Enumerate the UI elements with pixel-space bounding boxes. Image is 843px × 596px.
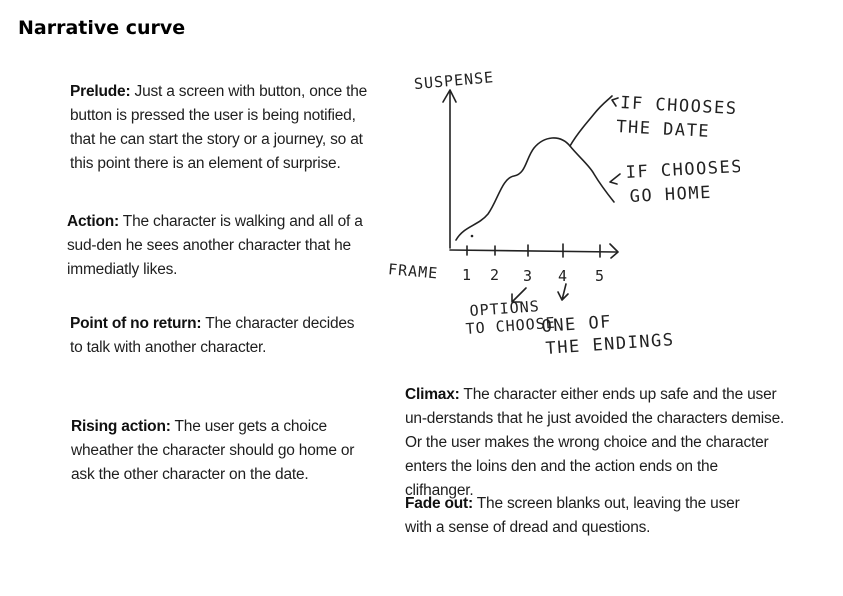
rising-action-text: The user gets a choice wheather the char… bbox=[71, 418, 355, 483]
climax-text: The character either ends up safe and th… bbox=[405, 386, 785, 499]
note-endings-line1: ONE OF bbox=[541, 312, 613, 337]
rising-action-paragraph: Rising action: The user gets a choice wh… bbox=[71, 415, 371, 487]
climax-paragraph: Climax: The character either ends up saf… bbox=[405, 383, 790, 503]
fade-out-text: The screen blanks out, leaving the user … bbox=[405, 495, 740, 536]
point-of-no-return-label: Point of no return: bbox=[70, 315, 202, 332]
branch-lower-line2: GO HOME bbox=[629, 183, 712, 207]
y-axis-arrowhead bbox=[442, 89, 457, 103]
branch-lower-pointer bbox=[609, 173, 621, 185]
branch-upper-line1: IF CHOOSES bbox=[620, 93, 738, 119]
point-of-no-return-paragraph: Point of no return: The character decide… bbox=[70, 312, 370, 360]
action-label: Action: bbox=[67, 213, 119, 230]
prelude-text: Just a screen with button, once the butt… bbox=[70, 83, 368, 172]
tick-label-1: 1 bbox=[462, 266, 472, 284]
climax-label: Climax: bbox=[405, 386, 460, 403]
tick-label-2: 2 bbox=[490, 266, 500, 284]
branch-date-curve bbox=[569, 95, 613, 147]
x-axis bbox=[449, 249, 617, 253]
branch-lower-line1: IF CHOOSES bbox=[625, 157, 740, 183]
y-axis-label: SUSPENSE bbox=[413, 68, 495, 93]
curve-dot bbox=[470, 234, 474, 238]
x-axis-label: FRAME bbox=[387, 260, 439, 282]
tick-label-5: 5 bbox=[595, 267, 605, 285]
fade-out-paragraph: Fade out: The screen blanks out, leaving… bbox=[405, 492, 765, 540]
note-options-line1: OPTIONS bbox=[469, 297, 540, 320]
branch-upper-pointer bbox=[611, 97, 619, 107]
suspense-curve bbox=[455, 137, 615, 241]
prelude-label: Prelude: bbox=[70, 83, 131, 100]
branch-upper-line2: THE DATE bbox=[616, 117, 711, 142]
narrative-curve-sketch: SUSPENSE FRAME 1 2 3 4 5 IF CHOOSES THE … bbox=[387, 68, 740, 359]
options-arrow bbox=[511, 287, 527, 303]
page-title: Narrative curve bbox=[18, 17, 186, 39]
point-of-no-return-text: The character decides to talk with anoth… bbox=[70, 315, 355, 356]
fade-out-label: Fade out: bbox=[405, 495, 473, 512]
action-text: The character is walking and all of a su… bbox=[67, 213, 363, 278]
tick-label-3: 3 bbox=[523, 267, 533, 285]
x-axis-arrowhead bbox=[609, 243, 619, 259]
rising-action-label: Rising action: bbox=[71, 418, 171, 435]
endings-arrow bbox=[557, 283, 569, 301]
tick-label-4: 4 bbox=[558, 267, 568, 285]
action-paragraph: Action: The character is walking and all… bbox=[67, 210, 379, 282]
prelude-paragraph: Prelude: Just a screen with button, once… bbox=[70, 80, 370, 176]
